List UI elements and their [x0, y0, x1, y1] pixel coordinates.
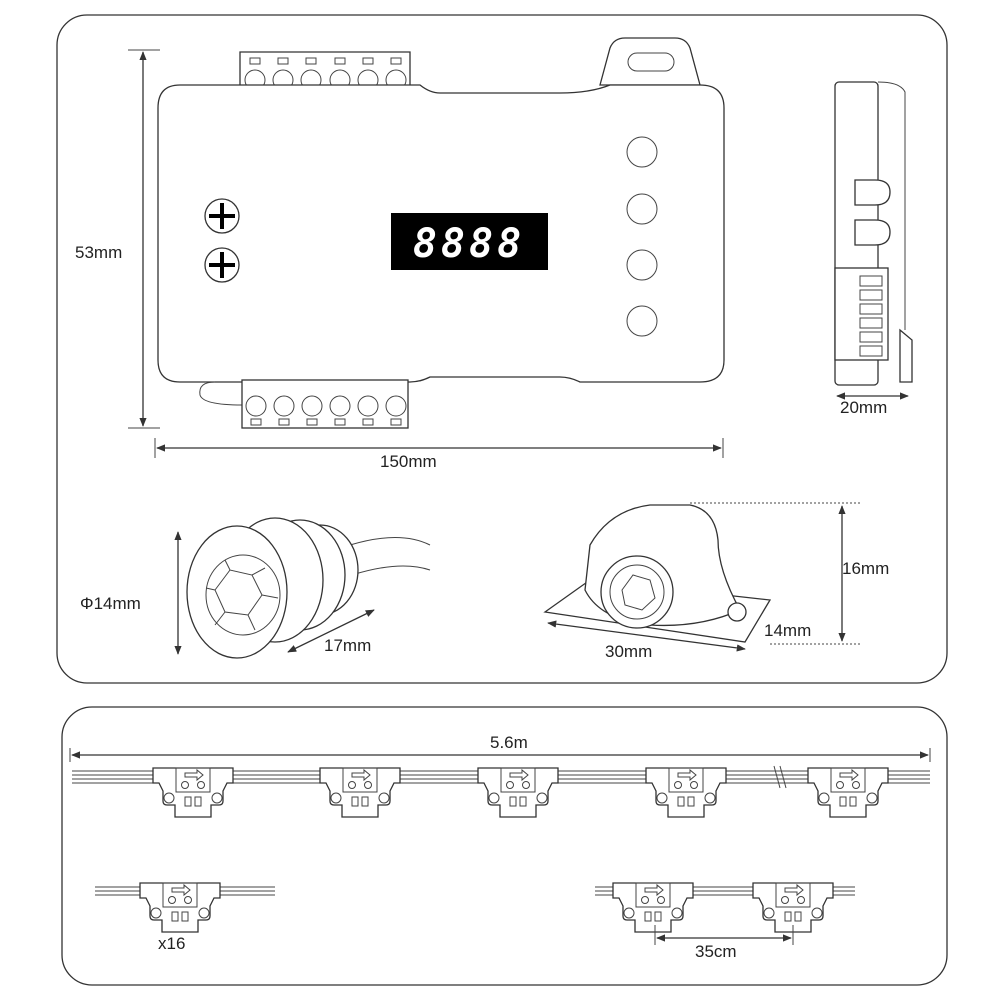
- led-module: [152, 767, 234, 818]
- round-pir-sensor: [186, 517, 431, 659]
- led-module: [612, 882, 694, 933]
- svg-text:17mm: 17mm: [324, 636, 371, 655]
- svg-text:x16: x16: [158, 934, 185, 953]
- width-dimension: 150mm: [154, 438, 724, 471]
- screw-icon: [204, 247, 240, 283]
- svg-text:30mm: 30mm: [605, 642, 652, 661]
- svg-text:14mm: 14mm: [764, 621, 811, 640]
- led-module: [752, 882, 834, 933]
- svg-text:16mm: 16mm: [842, 559, 889, 578]
- svg-text:5.6m: 5.6m: [490, 733, 528, 752]
- svg-text:53mm: 53mm: [75, 243, 122, 262]
- mount-depth-dimension: 14mm: [764, 621, 811, 640]
- top-panel: [56, 14, 948, 684]
- svg-text:20mm: 20mm: [840, 398, 887, 417]
- module-spacing-view: 35cm: [595, 882, 855, 961]
- led-display: [391, 213, 548, 270]
- led-module: [139, 882, 221, 933]
- svg-text:35cm: 35cm: [695, 942, 737, 961]
- bottom-terminal-block: [245, 395, 407, 426]
- control-buttons: [626, 136, 658, 337]
- led-module: [319, 767, 401, 818]
- led-module: [645, 767, 727, 818]
- controller-front-view: 8888: [157, 37, 725, 429]
- svg-text:Φ14mm: Φ14mm: [80, 594, 141, 613]
- depth-dimension: 20mm: [836, 392, 909, 417]
- bottom-panel: [61, 706, 948, 986]
- mounting-hole-icon: [627, 52, 675, 72]
- full-led-strip: [72, 765, 930, 818]
- single-module-view: x16: [95, 882, 275, 953]
- controller-side-view: [834, 81, 913, 386]
- led-module: [807, 767, 889, 818]
- height-dimension: 53mm: [75, 49, 160, 429]
- mount-height-dimension: 16mm: [838, 505, 889, 642]
- svg-text:150mm: 150mm: [380, 452, 437, 471]
- display-value: 8888: [413, 221, 525, 267]
- strip-length-dimension: 5.6m: [69, 733, 931, 762]
- top-terminal-block: [244, 57, 407, 91]
- mount-width-dimension: 30mm: [547, 620, 746, 661]
- sensor-diameter-dimension: Φ14mm: [80, 531, 182, 655]
- sensor-length-dimension: 17mm: [287, 609, 375, 655]
- led-module: [477, 767, 559, 818]
- mounted-pir-sensor: [543, 502, 860, 645]
- screw-icon: [204, 198, 240, 234]
